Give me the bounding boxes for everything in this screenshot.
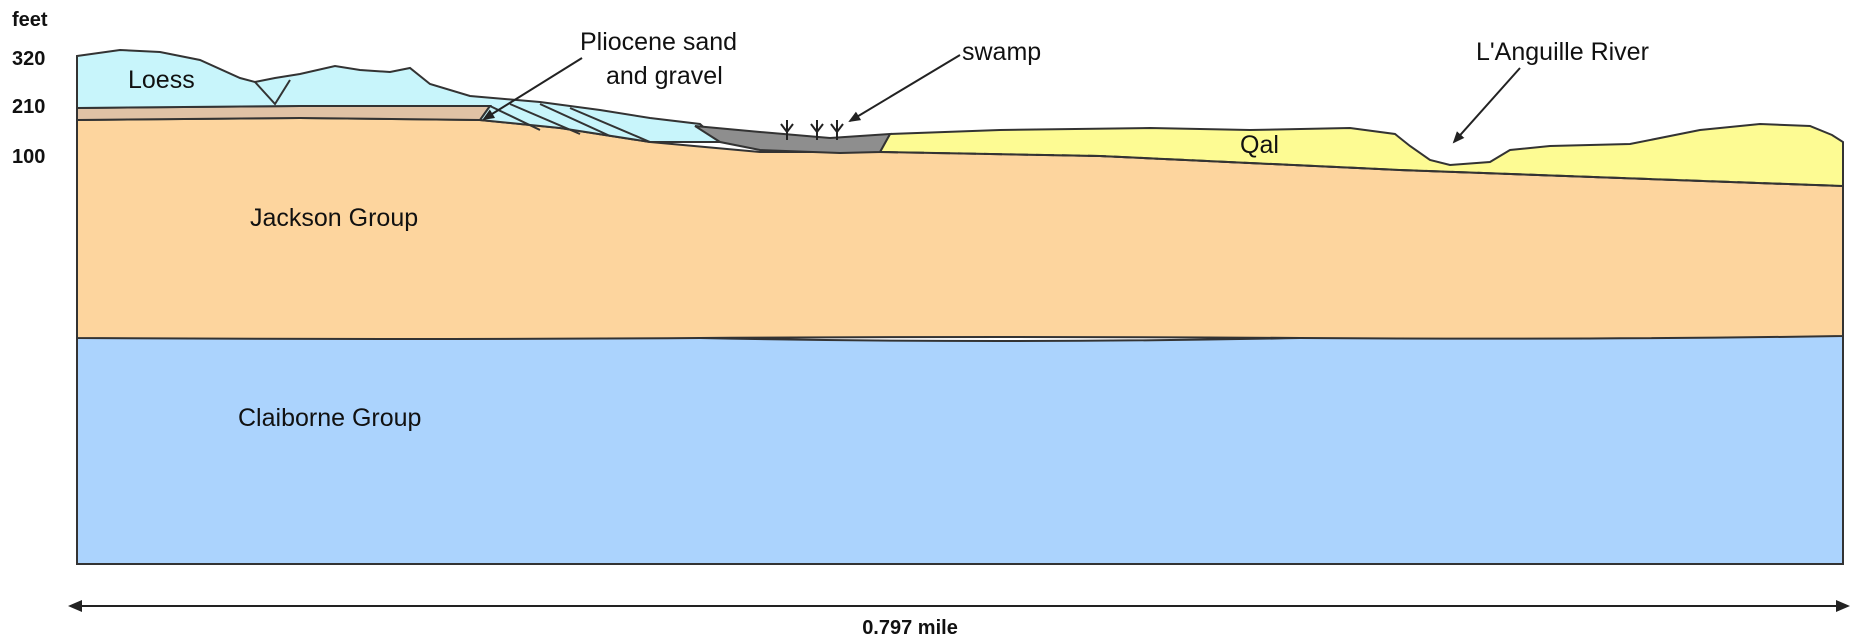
claiborne-group-label: Claiborne Group [238,404,421,432]
river-label: L'Anguille River [1476,38,1649,66]
qal-layer [878,122,1844,188]
axis-tick-210: 210 [12,96,45,118]
loess-layer [76,48,723,143]
claiborne-group-layer [76,333,1844,565]
loess-valley-notch [254,79,291,106]
jackson-group-label: Jackson Group [250,204,418,232]
inclined-bedding-lines [489,103,651,143]
scale-bar-left-arrowhead [68,600,82,612]
pliocene-label-line2: and gravel [606,62,723,90]
qal-base-dashed-line [879,151,1844,187]
loess-label: Loess [128,66,195,94]
pliocene-label-line1: Pliocene sand [580,28,737,56]
swamp-deposit [694,125,892,155]
qal-label: Qal [1240,131,1279,159]
scale-bar-label: 0.797 mile [862,617,958,638]
axis-unit-label: feet [12,9,48,31]
swamp-plant-icons [780,120,844,140]
swamp-label: swamp [962,38,1041,66]
axis-tick-320: 320 [12,48,45,70]
pliocene-leader-arrow [482,57,583,121]
river-leader-arrow [1452,67,1521,144]
axis-tick-100: 100 [12,146,45,168]
scale-bar-right-arrowhead [1836,600,1850,612]
jackson-group-layer [76,116,1844,340]
swamp-leader-arrow [848,54,961,123]
